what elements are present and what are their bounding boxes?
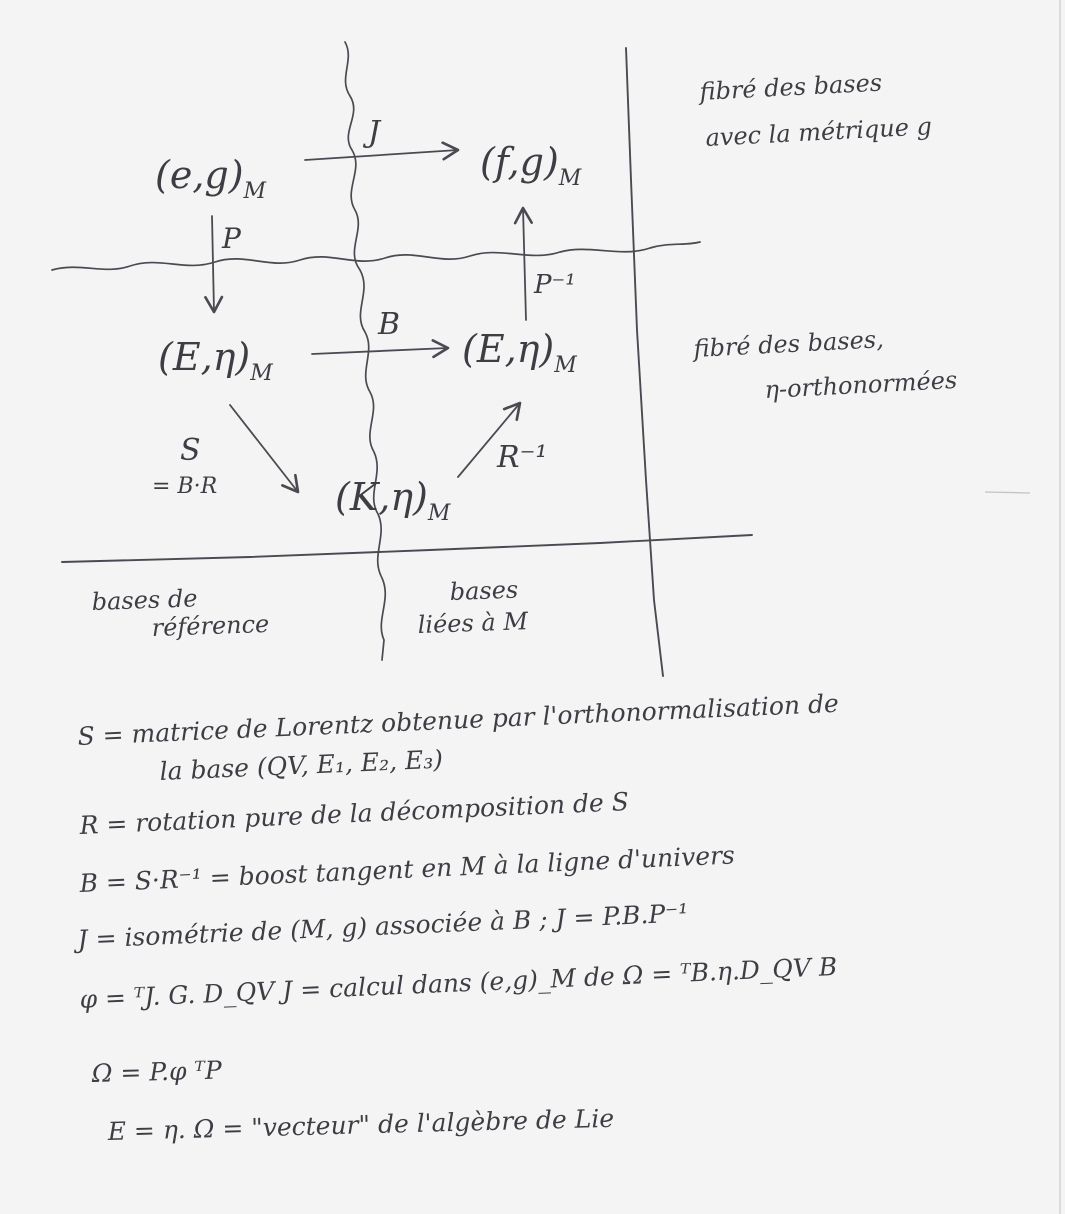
horizontal-separator xyxy=(61,534,753,563)
region-label-reference-2: référence xyxy=(151,610,269,642)
note-S-definition: S = matrice de Lorentz obtenue par l'ort… xyxy=(77,689,839,751)
region-label-fibre-ortho-2: η-orthonormées xyxy=(764,366,958,404)
region-label-linked-1: bases xyxy=(449,576,518,606)
arrow-R-inverse xyxy=(457,401,522,478)
vertical-separator xyxy=(625,47,664,677)
wavy-horizontal-separator xyxy=(51,241,701,271)
arrow-P xyxy=(204,215,224,314)
label-P-inverse: P⁻¹ xyxy=(533,270,576,300)
note-R-definition: R = rotation pure de la décomposition de… xyxy=(78,787,629,840)
label-B: B xyxy=(377,307,400,342)
note-S-basis: la base (QV, E₁, E₂, E₃) xyxy=(159,745,444,786)
node-E-eta-right: (E,η)M xyxy=(462,327,577,378)
region-label-linked-2: liées à M xyxy=(417,607,530,639)
node-K-eta: (K,η)M xyxy=(335,475,451,526)
arrow-J xyxy=(304,141,460,161)
node-E-eta-left: (E,η)M xyxy=(158,335,273,386)
note-J-definition: J = isométrie de (M, g) associée à B ; J… xyxy=(72,898,689,954)
note-omega-definition: Ω = P.φ ᵀP xyxy=(90,1056,223,1088)
arrow-B xyxy=(311,339,450,359)
region-label-fibre-metric-1: fibré des bases xyxy=(697,68,883,106)
arrow-P-inverse xyxy=(513,206,533,321)
note-E-definition: E = η. Ω = "vecteur" de l'algèbre de Lie xyxy=(106,1104,614,1146)
note-phi-definition: φ = ᵀJ. G. D_QV J = calcul dans (e,g)_M … xyxy=(79,952,838,1014)
label-S-equals-BR: = B·R xyxy=(152,474,217,499)
label-S: S xyxy=(180,433,201,468)
wavy-vertical-separator xyxy=(344,41,387,661)
region-label-reference-1: bases de xyxy=(91,584,198,616)
arrow-S xyxy=(229,404,300,494)
label-P: P xyxy=(221,222,242,255)
node-f-g: (f,g)M xyxy=(480,140,582,191)
label-J: J xyxy=(362,115,382,150)
region-label-fibre-ortho-1: fibré des bases, xyxy=(691,325,885,363)
faint-mark xyxy=(984,491,1031,494)
node-e-g: (e,g)M xyxy=(155,153,267,204)
region-label-fibre-metric-2: avec la métrique g xyxy=(705,112,933,152)
label-R-inverse: R⁻¹ xyxy=(496,440,547,475)
note-B-definition: B = S·R⁻¹ = boost tangent en M à la lign… xyxy=(78,840,735,898)
